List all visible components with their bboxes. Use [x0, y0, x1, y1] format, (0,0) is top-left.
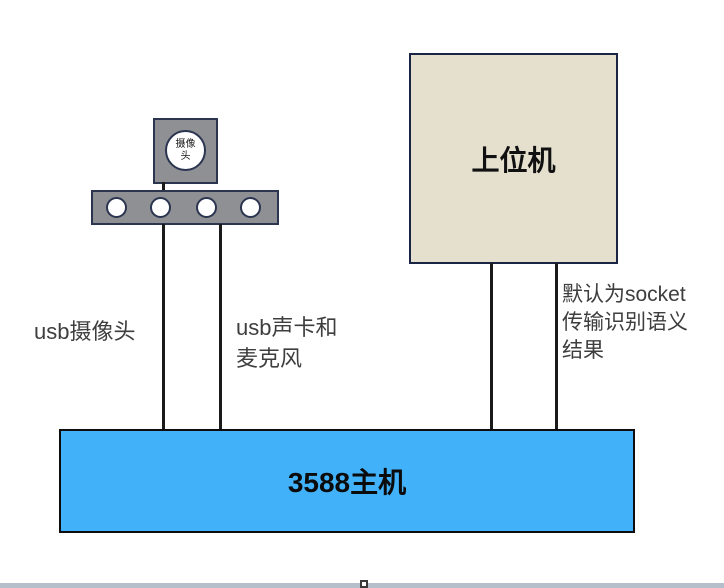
usb-camera-label-text: usb摄像头	[34, 319, 136, 344]
host-cable-left	[490, 263, 493, 430]
usb-camera-edge-label: usb摄像头	[34, 318, 135, 346]
usb-port-icon	[106, 197, 127, 218]
socket-label-line3: 结果	[562, 339, 604, 362]
camera-node: 摄像 头	[153, 118, 218, 184]
usb-port-icon	[240, 197, 261, 218]
camera-hub-connector	[162, 182, 165, 192]
scrollbar-handle[interactable]	[360, 580, 368, 588]
socket-label-line2: 传输识别语义	[562, 311, 688, 334]
mainboard-node: 3588主机	[59, 429, 635, 533]
usb-port-icon	[150, 197, 171, 218]
socket-edge-label: 默认为socket 传输识别语义 结果	[562, 281, 688, 365]
usb-audio-edge-label: usb声卡和 麦克风	[236, 312, 337, 374]
camera-label-line1: 摄像	[175, 138, 196, 150]
usb-camera-cable	[162, 224, 165, 430]
host-pc-label: 上位机	[471, 144, 556, 176]
usb-audio-cable	[219, 224, 222, 430]
camera-lens-icon: 摄像 头	[165, 130, 206, 171]
socket-cable	[555, 263, 558, 430]
usb-hub-node	[91, 190, 279, 225]
mainboard-label: 3588主机	[287, 467, 407, 498]
host-pc-node: 上位机	[409, 53, 618, 264]
camera-label-line2: 头	[180, 150, 191, 162]
socket-label-line1: 默认为socket	[562, 283, 686, 306]
usb-audio-label-line2: 麦克风	[236, 346, 303, 371]
usb-audio-label-line1: usb声卡和	[236, 315, 338, 340]
usb-port-icon	[196, 197, 217, 218]
